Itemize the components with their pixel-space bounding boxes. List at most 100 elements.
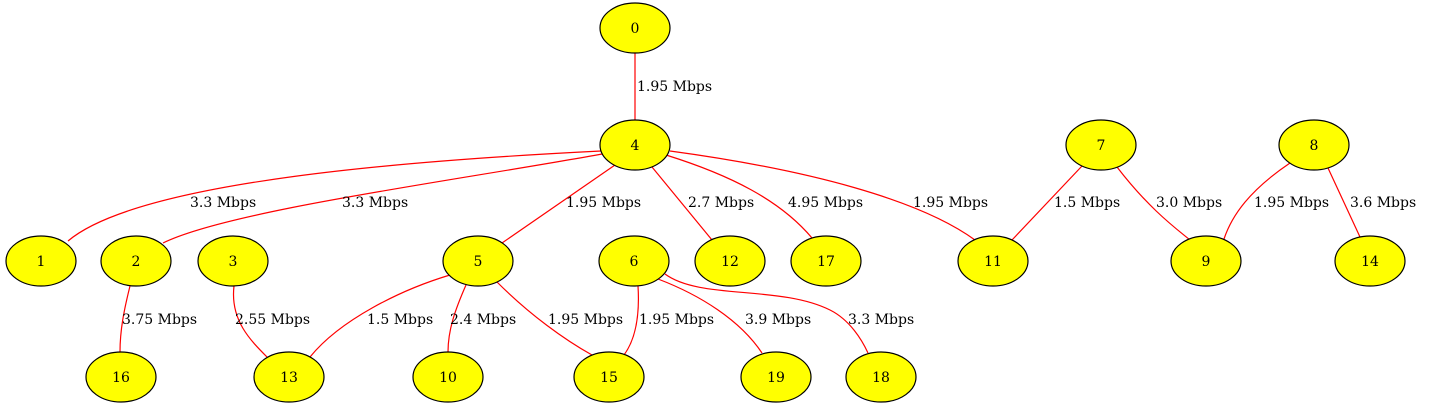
edge-label-8-9: 1.95 Mbps xyxy=(1254,195,1329,211)
node-label-7: 7 xyxy=(1097,138,1106,154)
edge-label-5-13: 1.5 Mbps xyxy=(367,312,433,328)
edge-label-4-11: 1.95 Mbps xyxy=(913,195,988,211)
edge-4-5 xyxy=(501,164,616,244)
edge-5-13 xyxy=(309,274,451,358)
node-1: 1 xyxy=(5,235,77,287)
edge-label-8-14: 3.6 Mbps xyxy=(1350,195,1416,211)
edge-label-4-2: 3.3 Mbps xyxy=(342,195,408,211)
node-ellipse-13 xyxy=(253,351,325,403)
edge-5-15 xyxy=(496,281,593,356)
node-8: 8 xyxy=(1278,119,1350,171)
edge-5-10 xyxy=(447,284,467,353)
node-ellipse-15 xyxy=(573,351,645,403)
node-ellipse-16 xyxy=(85,351,157,403)
node-7: 7 xyxy=(1065,119,1137,171)
node-label-17: 17 xyxy=(817,254,835,270)
node-16: 16 xyxy=(85,351,157,403)
node-label-15: 15 xyxy=(600,370,618,386)
edge-label-6-19: 3.9 Mbps xyxy=(745,312,811,328)
node-0: 0 xyxy=(599,2,671,54)
edge-label-4-1: 3.3 Mbps xyxy=(190,195,256,211)
node-ellipse-5 xyxy=(442,235,514,287)
node-4: 4 xyxy=(599,119,671,171)
node-3: 3 xyxy=(197,235,269,287)
node-9: 9 xyxy=(1170,235,1242,287)
edge-8-14 xyxy=(1327,167,1361,238)
edge-6-18 xyxy=(664,273,869,354)
node-ellipse-1 xyxy=(5,235,77,287)
node-17: 17 xyxy=(790,235,862,287)
edge-label-4-17: 4.95 Mbps xyxy=(788,195,863,211)
node-ellipse-14 xyxy=(1334,235,1406,287)
edge-label-3-13: 2.55 Mbps xyxy=(235,312,310,328)
edges-layer xyxy=(67,53,1361,359)
node-14: 14 xyxy=(1334,235,1406,287)
node-ellipse-11 xyxy=(957,235,1029,287)
node-ellipse-7 xyxy=(1065,119,1137,171)
edge-label-6-18: 3.3 Mbps xyxy=(848,312,914,328)
edge-label-7-9: 3.0 Mbps xyxy=(1156,195,1222,211)
node-label-9: 9 xyxy=(1202,254,1211,270)
node-ellipse-2 xyxy=(100,235,172,287)
node-ellipse-9 xyxy=(1170,235,1242,287)
node-label-11: 11 xyxy=(984,254,1002,270)
node-ellipse-10 xyxy=(412,351,484,403)
node-ellipse-8 xyxy=(1278,119,1350,171)
edge-2-16 xyxy=(119,285,131,353)
node-13: 13 xyxy=(253,351,325,403)
node-19: 19 xyxy=(740,351,812,403)
node-11: 11 xyxy=(957,235,1029,287)
node-label-4: 4 xyxy=(631,138,640,154)
node-label-16: 16 xyxy=(112,370,130,386)
node-label-5: 5 xyxy=(474,254,483,270)
edge-8-9 xyxy=(1223,162,1291,240)
edge-label-7-11: 1.5 Mbps xyxy=(1054,195,1120,211)
node-ellipse-18 xyxy=(845,351,917,403)
node-5: 5 xyxy=(442,235,514,287)
edge-label-5-15: 1.95 Mbps xyxy=(548,312,623,328)
node-label-0: 0 xyxy=(631,21,640,37)
node-label-3: 3 xyxy=(229,254,238,270)
edge-4-11 xyxy=(669,150,976,241)
node-ellipse-6 xyxy=(598,235,670,287)
node-ellipse-17 xyxy=(790,235,862,287)
edge-7-11 xyxy=(1011,165,1083,241)
edge-3-13 xyxy=(232,285,269,359)
node-label-8: 8 xyxy=(1310,138,1319,154)
node-label-18: 18 xyxy=(872,370,890,386)
node-label-1: 1 xyxy=(37,254,46,270)
edge-label-2-16: 3.75 Mbps xyxy=(122,312,197,328)
node-6: 6 xyxy=(598,235,670,287)
edge-label-5-10: 2.4 Mbps xyxy=(450,312,516,328)
edge-label-4-5: 1.95 Mbps xyxy=(566,195,641,211)
edge-7-9 xyxy=(1116,166,1191,241)
edge-4-1 xyxy=(67,150,602,242)
node-12: 12 xyxy=(694,235,766,287)
edge-4-17 xyxy=(665,154,813,239)
node-2: 2 xyxy=(100,235,172,287)
edge-4-12 xyxy=(651,166,713,241)
node-label-12: 12 xyxy=(721,254,739,270)
node-15: 15 xyxy=(573,351,645,403)
node-18: 18 xyxy=(845,351,917,403)
node-label-2: 2 xyxy=(132,254,141,270)
node-10: 10 xyxy=(412,351,484,403)
edge-6-15 xyxy=(623,285,640,356)
node-label-6: 6 xyxy=(630,254,639,270)
node-label-13: 13 xyxy=(280,370,298,386)
edge-label-0-4: 1.95 Mbps xyxy=(637,79,712,95)
node-ellipse-12 xyxy=(694,235,766,287)
node-ellipse-3 xyxy=(197,235,269,287)
node-ellipse-0 xyxy=(599,2,671,54)
node-label-10: 10 xyxy=(439,370,457,386)
edge-label-6-15: 1.95 Mbps xyxy=(639,312,714,328)
node-ellipse-4 xyxy=(599,119,671,171)
node-ellipse-19 xyxy=(740,351,812,403)
edge-6-19 xyxy=(657,278,763,354)
node-label-19: 19 xyxy=(767,370,785,386)
edge-4-2 xyxy=(162,153,603,244)
node-label-14: 14 xyxy=(1361,254,1379,270)
